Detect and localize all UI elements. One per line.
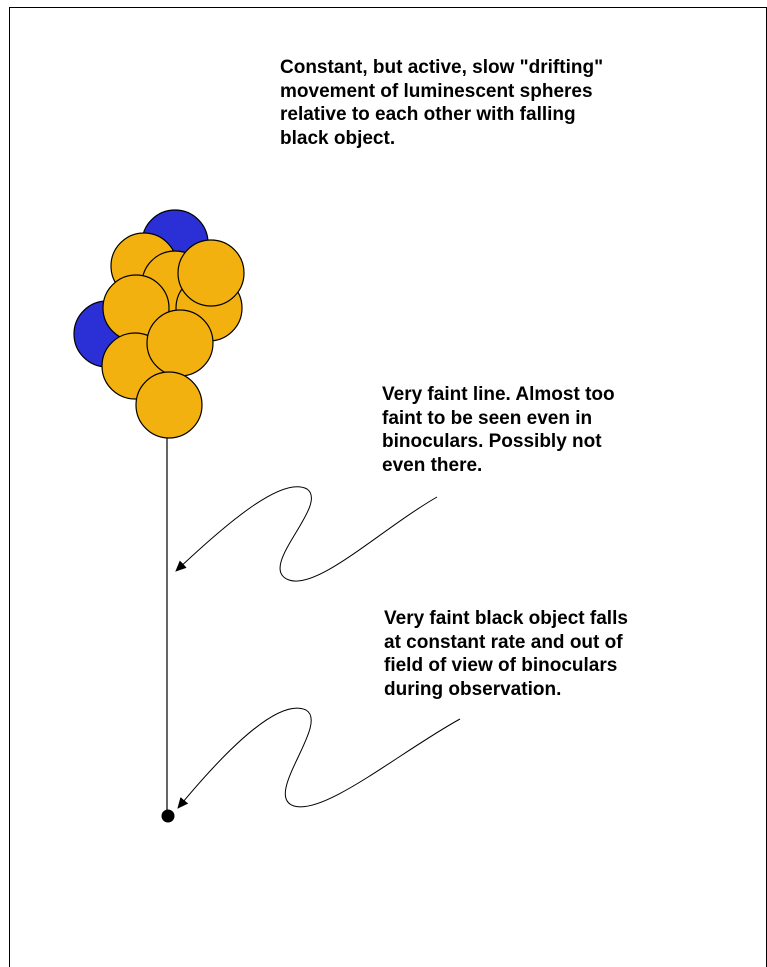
squiggle-arrow-line	[175, 486, 438, 582]
orange-sphere	[135, 371, 203, 439]
drift-note: Constant, but active, slow "drifting" mo…	[280, 57, 604, 149]
orange-sphere	[146, 309, 214, 377]
squiggle-arrow-object	[177, 707, 461, 809]
orange-sphere	[177, 239, 245, 307]
faint-line-note: Very faint line. Almost too faint to be …	[382, 384, 615, 476]
black-object-note: Very faint black object falls at constan…	[384, 608, 628, 700]
orange-sphere-group	[101, 232, 245, 439]
black-object	[161, 809, 175, 823]
